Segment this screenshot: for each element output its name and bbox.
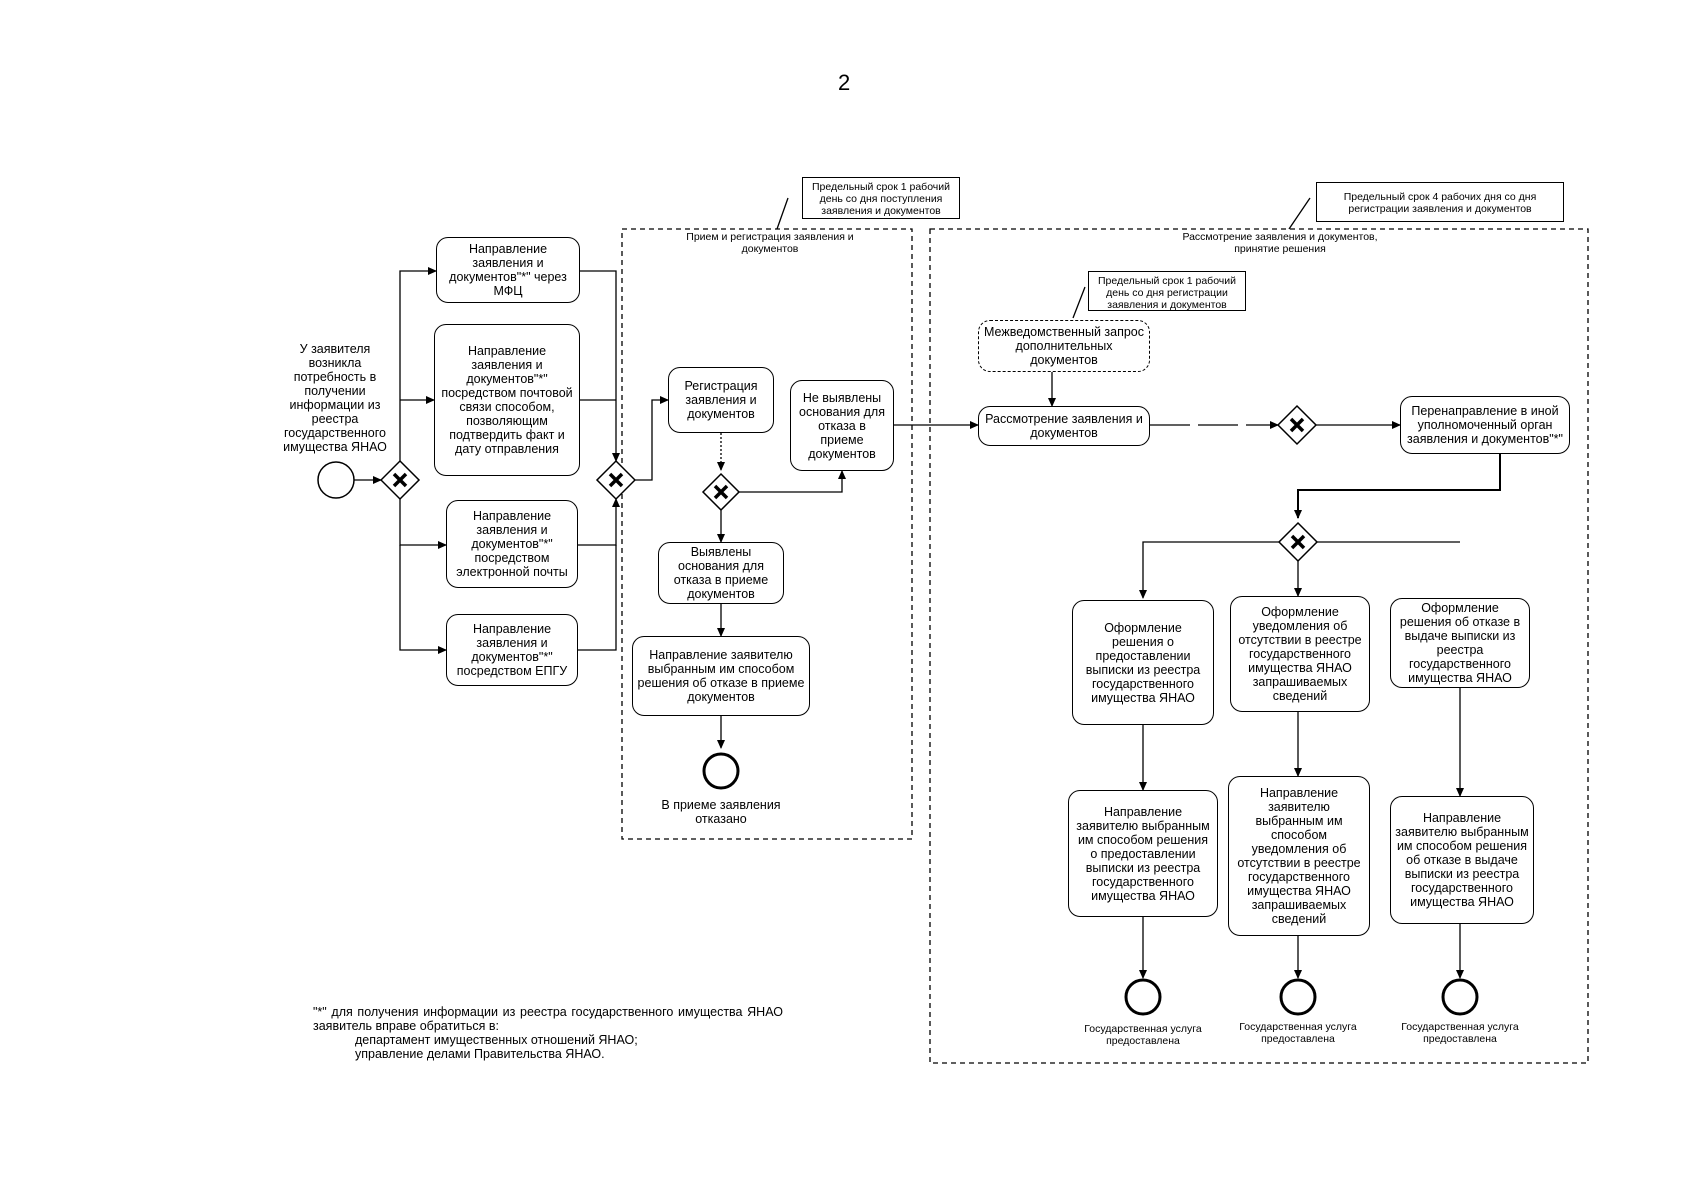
task-decision-refuse: Оформление решения об отказе в выдаче вы… xyxy=(1390,598,1530,688)
note-review-deadline: Предельный срок 4 рабочих дня со дня рег… xyxy=(1316,182,1564,222)
gateway-5 xyxy=(1277,521,1319,563)
end-event-refuse xyxy=(1441,978,1479,1016)
task-interagency-request: Межведомственный запрос дополнительных д… xyxy=(978,320,1150,372)
task-redirect: Перенаправление в иной уполномоченный ор… xyxy=(1400,396,1570,454)
footnote-line-1: департамент имущественных отношений ЯНАО… xyxy=(355,1033,638,1047)
end-label-refused: В приеме заявления отказано xyxy=(661,798,781,826)
task-send-absent: Направление заявителю выбранным им спосо… xyxy=(1228,776,1370,936)
gateway-4 xyxy=(1276,404,1318,446)
task-submit-mfc: Направление заявления и документов"*" че… xyxy=(436,237,580,303)
task-consider: Рассмотрение заявления и документов xyxy=(978,406,1150,446)
end-event-refused xyxy=(702,752,740,790)
gateway-1 xyxy=(379,459,421,501)
gateway-2 xyxy=(595,459,637,501)
task-submit-mail: Направление заявления и документов"*" по… xyxy=(434,324,580,476)
end-event-provide xyxy=(1124,978,1162,1016)
reception-pool xyxy=(621,228,913,840)
task-notify-refusal: Направление заявителю выбранным им спосо… xyxy=(632,636,810,716)
review-pool-title: Рассмотрение заявления и документов, при… xyxy=(1182,231,1378,255)
end-label-refuse: Государственная услуга предоставлена xyxy=(1401,1021,1519,1045)
footnote-main: "*" для получения информации из реестра … xyxy=(313,1005,783,1033)
end-label-absent: Государственная услуга предоставлена xyxy=(1239,1021,1357,1045)
note-interagency-deadline: Предельный срок 1 рабочий день со дня ре… xyxy=(1088,271,1246,311)
reception-pool-title: Прием и регистрация заявления и документ… xyxy=(686,231,854,255)
page-number: 2 xyxy=(838,70,851,95)
end-label-provide: Государственная услуга предоставлена xyxy=(1084,1023,1202,1047)
task-no-grounds: Не выявлены основания для отказа в прием… xyxy=(790,380,894,471)
gateway-3 xyxy=(701,472,741,512)
task-grounds-found: Выявлены основания для отказа в приеме д… xyxy=(658,542,784,604)
review-pool xyxy=(929,228,1589,1064)
start-event xyxy=(317,461,355,499)
footnote-line-2: управление делами Правительства ЯНАО. xyxy=(355,1047,605,1061)
task-send-refuse: Направление заявителю выбранным им спосо… xyxy=(1390,796,1534,924)
start-label: У заявителя возникла потребность в получ… xyxy=(283,342,387,454)
task-register: Регистрация заявления и документов xyxy=(668,367,774,433)
task-notice-absent: Оформление уведомления об отсутствии в р… xyxy=(1230,596,1370,712)
task-submit-email: Направление заявления и документов"*" по… xyxy=(446,500,578,588)
task-submit-epgu: Направление заявления и документов"*" по… xyxy=(446,614,578,686)
task-send-provide: Направление заявителю выбранным им спосо… xyxy=(1068,790,1218,917)
end-event-absent xyxy=(1279,978,1317,1016)
footnote: "*" для получения информации из реестра … xyxy=(313,1005,783,1061)
note-reception-deadline: Предельный срок 1 рабочий день со дня по… xyxy=(802,177,960,219)
task-decision-provide: Оформление решения о предоставлении выпи… xyxy=(1072,600,1214,725)
